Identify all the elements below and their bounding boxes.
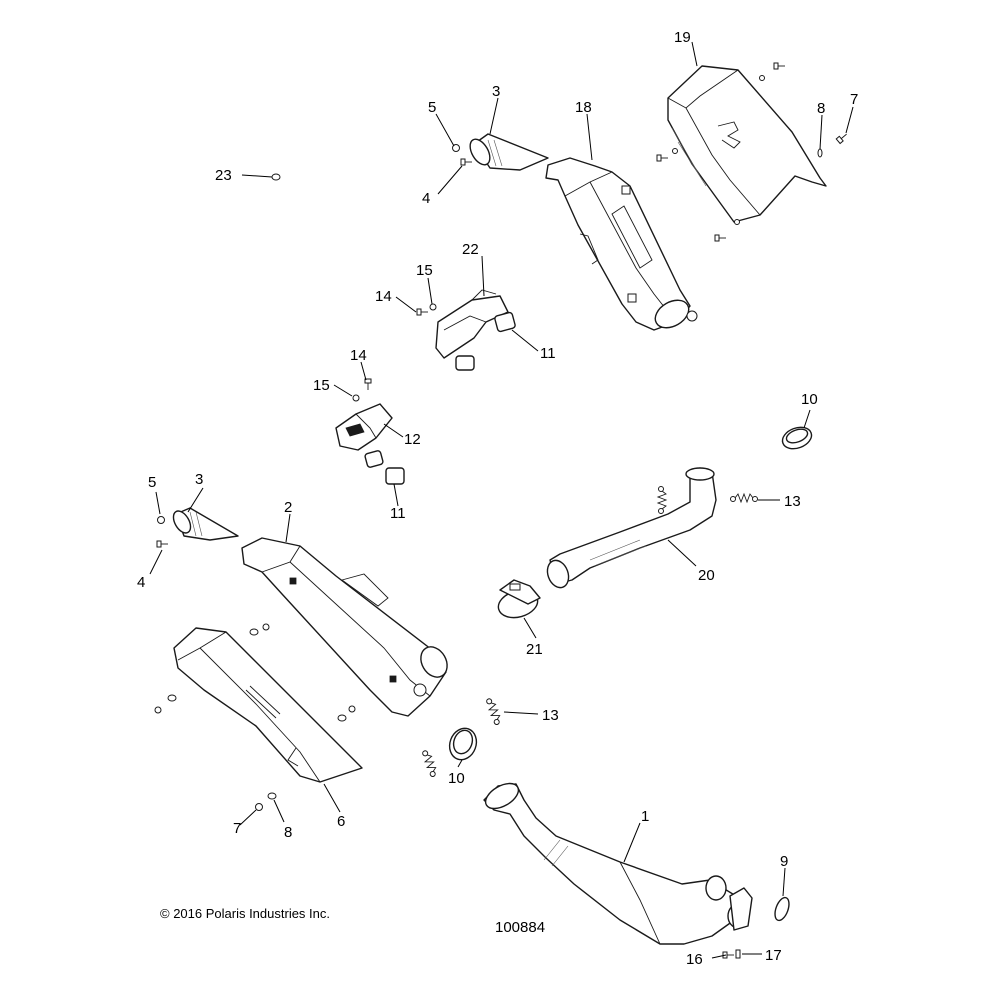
part-19-hardware bbox=[656, 62, 850, 242]
diagram-number: 100884 bbox=[495, 919, 545, 936]
callout-20: 20 bbox=[698, 567, 715, 584]
callout-11-upper: 11 bbox=[540, 345, 556, 362]
part-7-screw-lower bbox=[255, 803, 263, 811]
part-9-gasket bbox=[774, 896, 790, 922]
callout-7-upper: 7 bbox=[850, 91, 858, 108]
part-1-head-pipe bbox=[483, 782, 753, 945]
callout-17: 17 bbox=[765, 947, 782, 964]
copyright-notice: © 2016 Polaris Industries Inc. bbox=[160, 906, 330, 921]
callout-10-lower: 10 bbox=[448, 770, 465, 787]
callout-12: 12 bbox=[404, 431, 421, 448]
callout-8-lower: 8 bbox=[284, 824, 292, 841]
callout-19: 19 bbox=[674, 29, 691, 46]
part-21-clamp bbox=[497, 579, 541, 619]
part-4-screw-upper bbox=[460, 158, 473, 166]
part-23-washer bbox=[271, 173, 281, 181]
callout-9: 9 bbox=[780, 853, 788, 870]
callout-21: 21 bbox=[526, 641, 543, 658]
callout-14-upper: 14 bbox=[375, 288, 392, 305]
callout-labels: 19 18 3 5 4 23 8 7 22 15 14 11 14 15 12 … bbox=[137, 29, 858, 968]
callout-5-lower: 5 bbox=[148, 474, 156, 491]
part-12-bracket bbox=[335, 378, 405, 485]
part-6-lower-heat-shield bbox=[173, 627, 363, 783]
part-19-upper-heat-shield bbox=[667, 65, 827, 223]
part-20-mid-pipe bbox=[546, 467, 758, 589]
part-3-spark-arrestor-lower bbox=[172, 507, 239, 541]
callout-15-upper: 15 bbox=[416, 262, 433, 279]
callout-11-lower: 11 bbox=[390, 505, 406, 522]
callout-13-upper: 13 bbox=[784, 493, 801, 510]
callout-23: 23 bbox=[215, 167, 232, 184]
part-10-gasket-upper bbox=[781, 426, 813, 450]
callout-13-lower: 13 bbox=[542, 707, 559, 724]
part-3-spark-arrestor-upper bbox=[469, 133, 549, 171]
callout-22: 22 bbox=[462, 241, 479, 258]
part-5-nut-lower bbox=[157, 516, 165, 524]
callout-15-lower: 15 bbox=[313, 377, 330, 394]
callout-2: 2 bbox=[284, 499, 292, 516]
part-13-spring-lower-left bbox=[421, 748, 439, 778]
part-10-gasket-lower bbox=[448, 727, 478, 761]
callout-14-lower: 14 bbox=[350, 347, 367, 364]
part-17-spring-clip bbox=[735, 949, 741, 959]
part-18-upper-muffler bbox=[545, 157, 698, 331]
leader-lines bbox=[149, 41, 854, 959]
part-5-nut-upper bbox=[452, 144, 460, 152]
callout-7-lower: 7 bbox=[233, 820, 241, 837]
callout-6: 6 bbox=[337, 813, 345, 830]
callout-3-lower: 3 bbox=[195, 471, 203, 488]
callout-1: 1 bbox=[641, 808, 649, 825]
callout-3-upper: 3 bbox=[492, 83, 500, 100]
callout-16: 16 bbox=[686, 951, 703, 968]
callout-5-upper: 5 bbox=[428, 99, 436, 116]
part-4-screw-lower bbox=[156, 540, 169, 548]
part-22-bracket bbox=[416, 289, 516, 371]
callout-4-lower: 4 bbox=[137, 574, 145, 591]
part-8-washer-lower bbox=[267, 792, 277, 800]
callout-10-upper: 10 bbox=[801, 391, 818, 408]
callout-18: 18 bbox=[575, 99, 592, 116]
part-13-spring-lower bbox=[485, 696, 503, 726]
callout-4-upper: 4 bbox=[422, 190, 430, 207]
part-6-hardware bbox=[154, 623, 356, 722]
part-2-lower-muffler bbox=[241, 537, 448, 717]
callout-8-upper: 8 bbox=[817, 100, 825, 117]
